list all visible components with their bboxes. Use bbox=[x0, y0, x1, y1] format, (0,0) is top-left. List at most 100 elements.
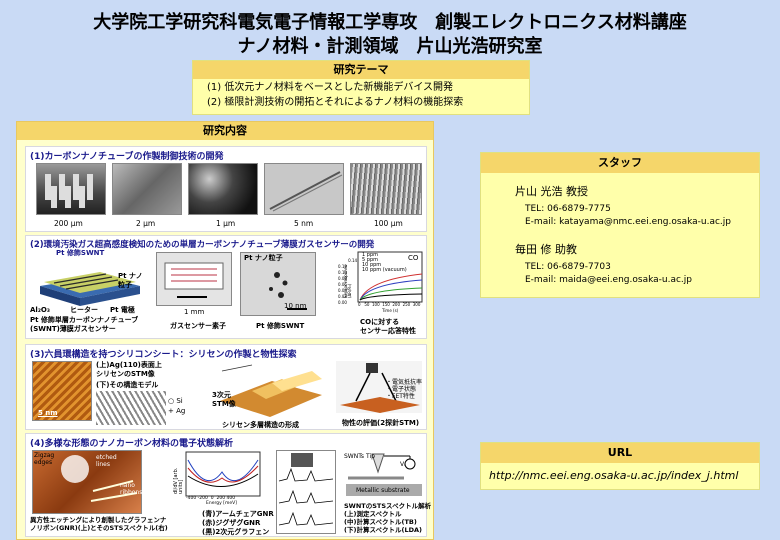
panel2-title: (2)環境汚染ガス超高感度検知のための単層カーボンナノチューブ薄膜ガスセンサーの… bbox=[30, 240, 375, 250]
staff-tel-1: TEL: 06-6879-7775 bbox=[525, 204, 611, 214]
sem-image-aligned bbox=[350, 163, 422, 215]
caption-co-response: COに対する センサー応答特性 bbox=[360, 318, 416, 335]
staff-name-2: 毎田 修 助教 bbox=[515, 243, 577, 256]
ytick-2: 0.12 bbox=[338, 264, 347, 269]
chart-co-label: CO bbox=[408, 254, 419, 262]
spectra-graphic bbox=[278, 453, 334, 526]
stm-lower-caption: (下)その構造モデル bbox=[96, 381, 159, 389]
stm-3d-graphic bbox=[220, 364, 322, 417]
panel4-title: (4)多様な形態のナノカーボン材料の電子状態解析 bbox=[30, 439, 234, 449]
staff-contact-2: TEL: 06-6879-7703 E-mail: maida@eei.eng.… bbox=[481, 261, 759, 287]
xtick-3: 100 bbox=[372, 302, 380, 307]
stm-3d-image bbox=[212, 361, 328, 419]
co-chart-graphic bbox=[357, 251, 423, 303]
etched-label: etched lines bbox=[96, 454, 117, 468]
url-heading: URL bbox=[481, 443, 759, 463]
sem-image-film bbox=[112, 163, 182, 215]
ytick-5: 0.06 bbox=[338, 282, 347, 287]
ytick-4: 0.08 bbox=[338, 276, 347, 281]
scale-5nm: 5 nm bbox=[38, 409, 58, 417]
xtick-6: 250 bbox=[402, 302, 411, 307]
tube-graphic bbox=[269, 171, 343, 212]
panel-silicene: (3)六員環構造を持つシリコンシート：シリセンの作製と物性探索 5 nm (上)… bbox=[25, 344, 427, 430]
panel-gas-sensor: (2)環境汚染ガス超高感度検知のための単層カーボンナノチューブ薄膜ガスセンサーの… bbox=[25, 235, 427, 339]
scale-1mm: 1 mm bbox=[184, 308, 205, 316]
ytick-7: 0.02 bbox=[338, 294, 347, 299]
sts-xlabel: Energy [meV] bbox=[206, 501, 237, 506]
heater-label: ヒーター bbox=[70, 306, 98, 314]
staff-email-2[interactable]: E-mail: maida@eei.eng.osaka-u.ac.jp bbox=[525, 275, 693, 285]
page-title-line1: 大学院工学研究科電気電子情報工学専攻 創製エレクトロニクス材料講座 bbox=[93, 12, 687, 33]
legend-ag: + Ag bbox=[168, 407, 185, 416]
stm-upper-caption: (上)Ag(110)表面上 シリセンのSTM像 bbox=[96, 361, 162, 378]
theme-box: 研究テーマ (1) 低次元ナノ材料をベースとした新機能デバイス開発 (2) 極限… bbox=[192, 60, 530, 115]
two-probe-stm-diagram bbox=[336, 361, 422, 413]
xtick-7: 300 bbox=[412, 302, 421, 307]
caption-gnr-types: (青)アームチェアGNR (赤)ジグザグGNR (黒)2次元グラフェン bbox=[202, 510, 274, 536]
scale-10nm: 10 nm bbox=[284, 302, 307, 310]
staff-contact-1: TEL: 06-6879-7775 E-mail: katayama@nmc.e… bbox=[481, 203, 759, 229]
sts-xtick-4: 200 bbox=[216, 496, 226, 501]
electrode-label: Pt 電極 bbox=[110, 306, 135, 314]
chart-legend-2: 5 ppm bbox=[362, 257, 378, 263]
gnr-sts-chart: dI/dV [arb. units] -400 -200 0 200 400 E… bbox=[173, 450, 262, 506]
pillars-graphic bbox=[45, 174, 93, 208]
tem-pt-swnt bbox=[240, 252, 316, 316]
tem-image-tube bbox=[264, 163, 344, 215]
scale-label-4: 5 nm bbox=[294, 219, 314, 228]
research-heading: 研究内容 bbox=[17, 122, 433, 140]
staff-email-1[interactable]: E-mail: katayama@nmc.eei.eng.osaka-u.ac.… bbox=[525, 217, 732, 227]
device-graphic bbox=[164, 262, 224, 298]
sem-image-pillars bbox=[36, 163, 106, 215]
pt-nano-label: Pt ナノ粒子 bbox=[244, 254, 283, 262]
ytick-8: 0.00 bbox=[338, 300, 347, 305]
sts-ylabel: dI/dV [arb. units] bbox=[173, 467, 184, 494]
xtick-1: 0 bbox=[358, 302, 361, 307]
staff-heading: スタッフ bbox=[481, 153, 759, 173]
ytick-3: 0.10 bbox=[338, 270, 347, 275]
swnts-label: SWNTs bbox=[344, 453, 365, 460]
pt-swnt-label: Pt 修飾SWNT bbox=[56, 249, 105, 257]
chart-xticks: 0 50 100 150 200 250 300 bbox=[358, 303, 420, 307]
sts-setup-diagram bbox=[344, 450, 424, 500]
sts-graphic bbox=[185, 451, 261, 497]
scale-label-1: 200 μm bbox=[54, 219, 83, 228]
al2o3-label: Al₂O₃ bbox=[30, 306, 50, 314]
property-list: ・電気抵抗率 ・電子状態 ・FET特性 bbox=[386, 379, 423, 400]
panel1-title: (1)カーボンナノチューブの作製制御技術の開発 bbox=[30, 152, 224, 162]
setup-graphic bbox=[346, 453, 422, 496]
structure-model-graphic bbox=[96, 391, 166, 425]
co-response-chart: CO 1 ppm 5 ppm 10 ppm 10 ppm (vacuum) 0.… bbox=[338, 250, 426, 314]
url-link[interactable]: http://nmc.eei.eng.osaka-u.ac.jp/index_j… bbox=[489, 469, 739, 482]
si-dot-icon: ○ bbox=[168, 397, 175, 405]
caption-sensor-film: Pt 修飾単層カーボンナノチューブ (SWNT)薄膜ガスセンサー bbox=[30, 316, 139, 333]
legend-si: ○ Si bbox=[168, 397, 183, 406]
pt-dots-graphic bbox=[269, 272, 307, 310]
staff-tel-2: TEL: 06-6879-7703 bbox=[525, 262, 611, 272]
sts-xticks: -400 -200 0 200 400 bbox=[186, 496, 235, 501]
nanoribbon-label: nano ribbons bbox=[120, 482, 143, 496]
legend-ag-label: Ag bbox=[176, 407, 186, 415]
xtick-4: 150 bbox=[382, 302, 390, 307]
caption-pt-swnt: Pt 修飾SWNT bbox=[256, 322, 305, 330]
scale-label-2: 2 μm bbox=[136, 219, 156, 228]
sensor-stack-graphic bbox=[40, 272, 140, 306]
tip-label: Tip bbox=[366, 453, 375, 460]
zigzag-label: Zigzag edges bbox=[34, 452, 55, 466]
page-title-line2: ナノ材料・計測領域 片山光浩研究室 bbox=[237, 36, 543, 57]
swnt-sts-spectra bbox=[276, 450, 336, 534]
panel3-title: (3)六員環構造を持つシリコンシート：シリセンの作製と物性探索 bbox=[30, 350, 297, 360]
scale-label-5: 100 μm bbox=[374, 219, 403, 228]
staff-name-1: 片山 光浩 教授 bbox=[515, 185, 588, 198]
caption-gnr: 異方性エッチングにより創製したグラフェンナ ノリボン(GNR)(上)とそのSTS… bbox=[30, 516, 168, 532]
xtick-2: 50 bbox=[364, 302, 370, 307]
url-box: URL http://nmc.eei.eng.osaka-u.ac.jp/ind… bbox=[480, 442, 760, 490]
sts-xtick-5: 400 bbox=[226, 496, 236, 501]
panel-nanocarbon: (4)多様な形態のナノカーボン材料の電子状態解析 Zigzag edges et… bbox=[25, 433, 431, 537]
staff-box: スタッフ 片山 光浩 教授 TEL: 06-6879-7775 E-mail: … bbox=[480, 152, 760, 298]
metallic-label: Metallic substrate bbox=[356, 487, 410, 494]
theme-item-2: (2) 極限計測技術の開拓とそれによるナノ材料の機能探索 bbox=[207, 97, 464, 108]
sensor-diagram: Pt 修飾SWNT Pt ナノ粒子 Al₂O₃ ヒーター Pt 電極 bbox=[30, 249, 148, 314]
sts-xtick-3: 0 bbox=[210, 496, 214, 501]
